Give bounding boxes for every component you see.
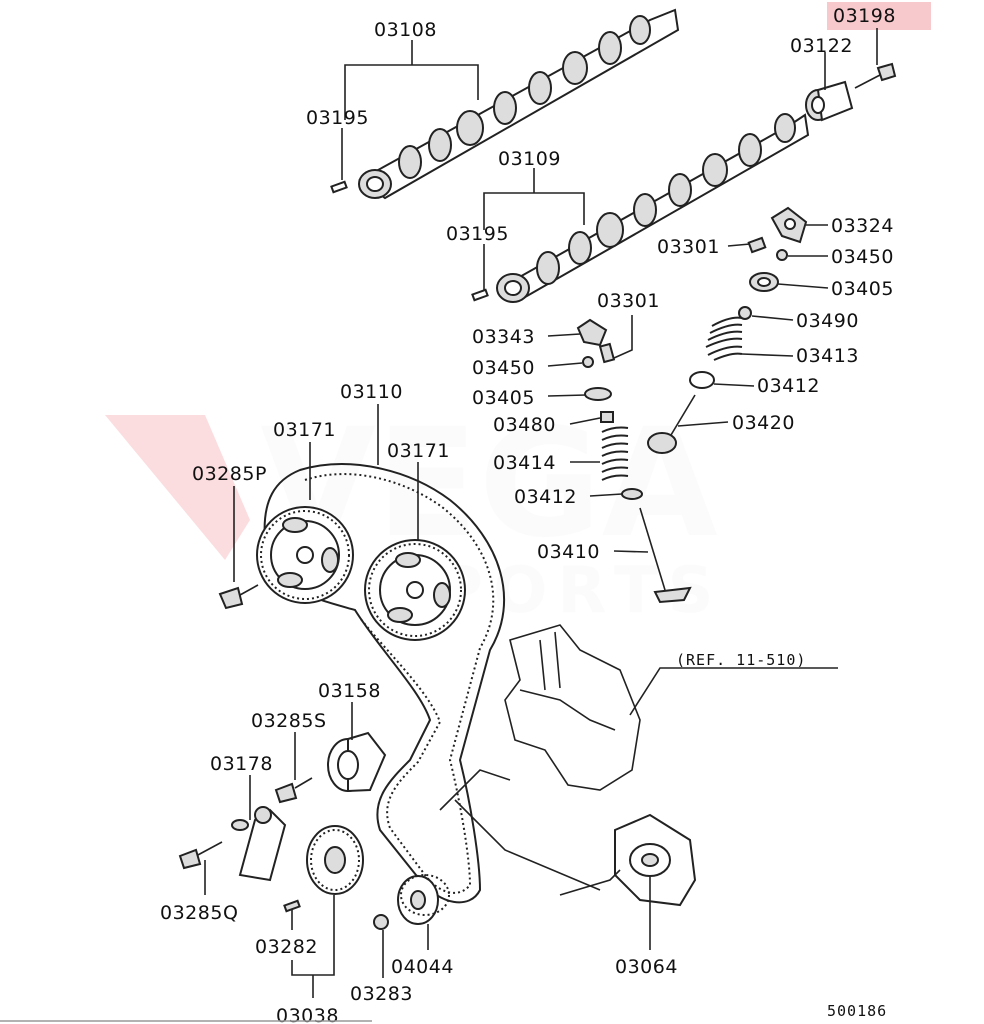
nut-03283[interactable] [373, 914, 389, 930]
label-03198[interactable]: 03198 [833, 5, 896, 27]
label-03195-upper[interactable]: 03195 [306, 107, 369, 129]
label-04044[interactable]: 04044 [391, 956, 454, 978]
label-03108[interactable]: 03108 [374, 19, 437, 41]
label-03420[interactable]: 03420 [732, 412, 795, 434]
crankshaft-sprocket[interactable] [306, 825, 364, 895]
label-03171-left[interactable]: 03171 [273, 419, 336, 441]
spring-seat-left[interactable] [621, 488, 643, 500]
label-03064[interactable]: 03064 [615, 956, 678, 978]
label-03158[interactable]: 03158 [318, 680, 381, 702]
camshaft-sprocket-right[interactable] [364, 539, 466, 641]
rocker-arm-right[interactable] [770, 206, 808, 244]
part-labels: 03198 03108 03122 03195 03109 03195 0332… [160, 5, 896, 1024]
label-03122[interactable]: 03122 [790, 35, 853, 57]
label-03480[interactable]: 03480 [493, 414, 556, 436]
watermark-logo-mark [105, 415, 250, 560]
bolt-03198[interactable] [854, 62, 897, 89]
label-03195-lower[interactable]: 03195 [446, 223, 509, 245]
rocker-arm-left[interactable] [576, 318, 608, 347]
highlight-box [827, 2, 931, 30]
nut-03450-right[interactable] [776, 249, 788, 261]
nut-03450-left[interactable] [582, 356, 594, 368]
label-03178[interactable]: 03178 [210, 753, 273, 775]
bolt-03285Q[interactable] [178, 841, 223, 870]
key-03282[interactable] [283, 899, 301, 913]
label-03490[interactable]: 03490 [796, 310, 859, 332]
label-03301-right[interactable]: 03301 [657, 236, 720, 258]
spring-seat-right[interactable] [689, 371, 715, 389]
adjuster-right[interactable] [747, 236, 767, 254]
label-03171-right[interactable]: 03171 [387, 440, 450, 462]
valve-right[interactable] [647, 394, 696, 454]
idler-pulley[interactable] [397, 874, 450, 925]
label-03412-right[interactable]: 03412 [757, 375, 820, 397]
label-03285S[interactable]: 03285S [251, 710, 327, 732]
label-03405-right[interactable]: 03405 [831, 278, 894, 300]
valve-left[interactable] [639, 507, 692, 604]
label-03450-right[interactable]: 03450 [831, 246, 894, 268]
spring-retainer-right[interactable] [749, 272, 779, 292]
valve-seal-left[interactable] [600, 411, 614, 423]
diagram-number: 500186 [827, 1002, 887, 1020]
label-03282[interactable]: 03282 [255, 936, 318, 958]
reference-note: (REF. 11-510) [676, 651, 806, 669]
dowel-pin-lower[interactable] [471, 288, 489, 302]
leader-lines [204, 28, 878, 998]
engine-block-reference [439, 624, 641, 891]
timing-cover-seal[interactable] [614, 813, 697, 907]
label-03285Q[interactable]: 03285Q [160, 902, 238, 924]
camshaft-adapter[interactable] [805, 80, 854, 122]
label-03324[interactable]: 03324 [831, 215, 894, 237]
label-03410[interactable]: 03410 [537, 541, 600, 563]
camshaft-sprocket-left[interactable] [256, 506, 354, 604]
label-03412-left[interactable]: 03412 [514, 486, 577, 508]
label-03285P[interactable]: 03285P [192, 463, 267, 485]
label-03343[interactable]: 03343 [472, 326, 535, 348]
label-03450-left[interactable]: 03450 [472, 357, 535, 379]
label-03110[interactable]: 03110 [340, 381, 403, 403]
camshaft-lower[interactable] [496, 113, 810, 303]
label-03283[interactable]: 03283 [350, 983, 413, 1005]
adjuster-left[interactable] [598, 342, 616, 364]
tensioner-pulley[interactable] [327, 731, 387, 793]
label-03413[interactable]: 03413 [796, 345, 859, 367]
label-03109[interactable]: 03109 [498, 148, 561, 170]
label-03405-left[interactable]: 03405 [472, 387, 535, 409]
spring-retainer-left[interactable] [584, 387, 612, 401]
tensioner-arm[interactable] [231, 806, 287, 882]
label-03414[interactable]: 03414 [493, 452, 556, 474]
dowel-pin-upper[interactable] [330, 180, 348, 194]
valve-spring-left[interactable] [601, 426, 629, 481]
bolt-03285S[interactable] [274, 777, 313, 804]
valve-seal-right[interactable] [738, 306, 752, 320]
valve-spring-right[interactable] [705, 316, 743, 361]
label-03038[interactable]: 03038 [276, 1005, 339, 1024]
label-03301-left[interactable]: 03301 [597, 290, 660, 312]
sprocket-bolt-03285P[interactable] [218, 584, 259, 610]
camshaft-upper[interactable] [358, 8, 680, 200]
